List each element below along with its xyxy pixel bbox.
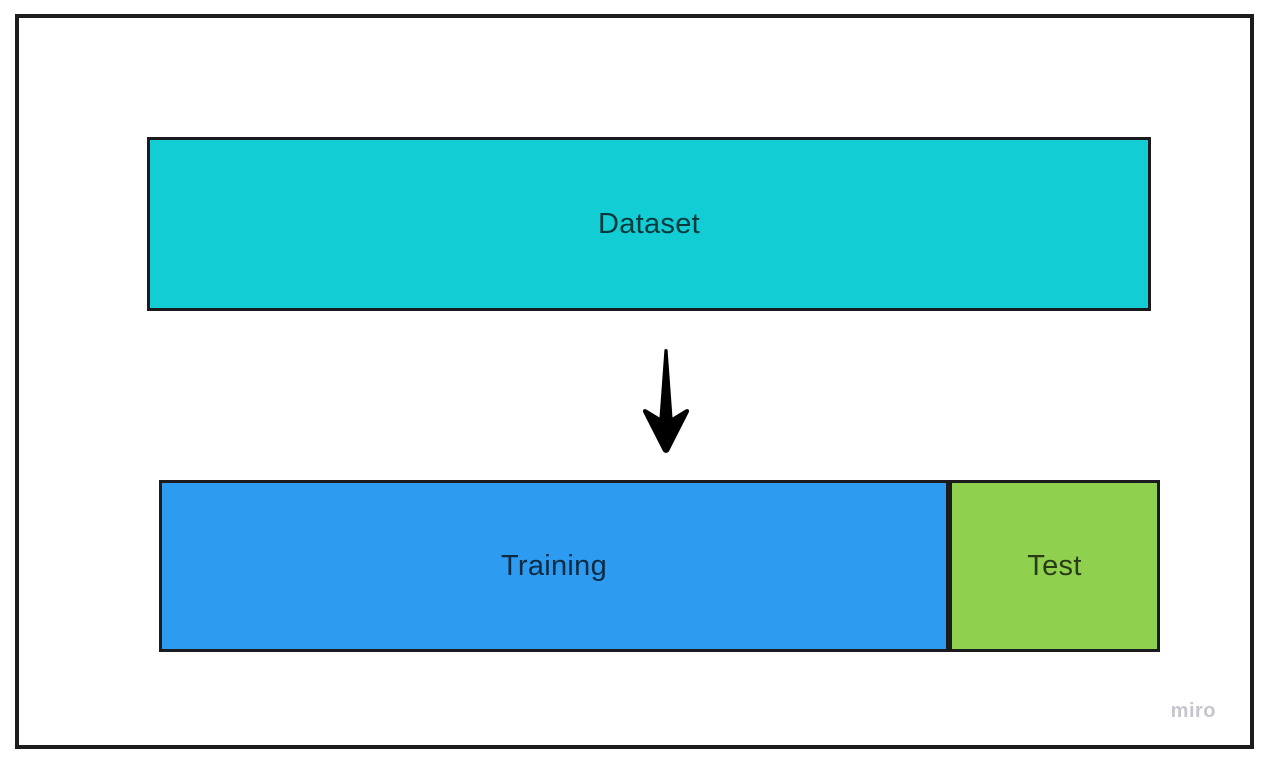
- dataset-box[interactable]: Dataset: [147, 137, 1151, 311]
- board-frame: Dataset Training Test miro: [15, 14, 1254, 749]
- down-arrow-icon[interactable]: [641, 349, 691, 454]
- training-box[interactable]: Training: [159, 480, 949, 652]
- training-label: Training: [500, 549, 608, 582]
- test-label: Test: [1027, 549, 1082, 582]
- test-box[interactable]: Test: [949, 480, 1160, 652]
- miro-watermark: miro: [1170, 700, 1216, 722]
- dataset-label: Dataset: [597, 207, 701, 240]
